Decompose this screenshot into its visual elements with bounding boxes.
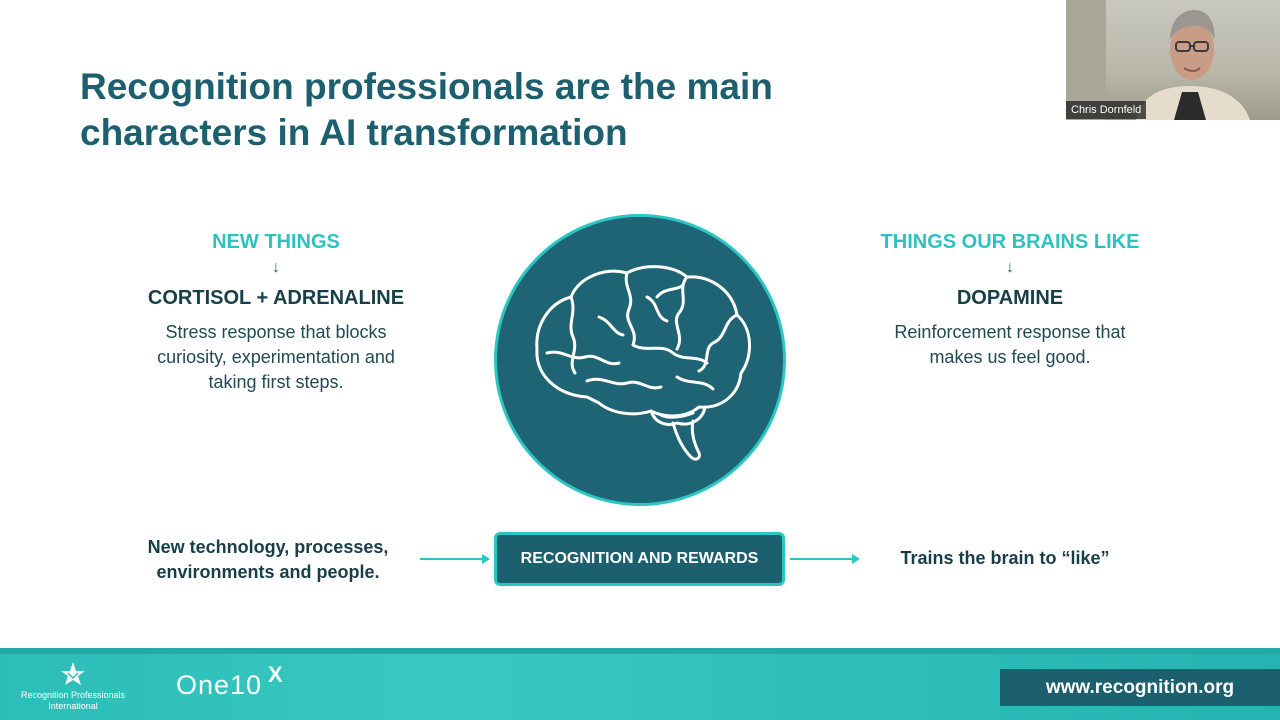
website-url: www.recognition.org	[1000, 669, 1280, 706]
participant-name-tag: Chris Dornfeld	[1066, 101, 1147, 119]
description-line: Reinforcement response that	[894, 322, 1126, 342]
brains-like-column: THINGS OUR BRAINS LIKE ↓ DOPAMINE Reinfo…	[845, 228, 1175, 370]
flow-arrow-right-icon	[482, 554, 490, 564]
description-line: taking first steps.	[208, 372, 344, 392]
slide-title-line-2: characters in AI transformation	[80, 112, 628, 153]
new-things-column: NEW THINGS ↓ CORTISOL + ADRENALINE Stres…	[120, 228, 432, 395]
recognition-rewards-box: RECOGNITION AND REWARDS	[494, 532, 785, 586]
brains-like-heading: THINGS OUR BRAINS LIKE	[880, 231, 1140, 253]
star-figure-icon	[61, 662, 85, 685]
flow-arrow-right-icon	[852, 554, 860, 564]
flow-arrow-left-line	[420, 558, 482, 560]
dopamine-label: DOPAMINE	[956, 287, 1064, 309]
flow-input-text: New technology, processes, environments …	[120, 535, 416, 585]
participant-video-tile[interactable]	[1066, 0, 1280, 120]
new-things-heading: NEW THINGS	[212, 231, 340, 253]
rpi-name-line: International	[48, 701, 98, 711]
flow-input-line: environments and people.	[156, 562, 380, 582]
reinforcement-response-description: Reinforcement response that makes us fee…	[845, 320, 1175, 370]
brain-icon	[535, 265, 752, 461]
description-line: curiosity, experimentation and	[157, 347, 395, 367]
flow-input-line: New technology, processes,	[147, 537, 389, 557]
rpi-name-line: Recognition Professionals	[20, 690, 126, 700]
brain-circle	[494, 214, 786, 506]
description-line: makes us feel good.	[929, 347, 1091, 367]
one10-logo-mark: X	[268, 662, 284, 687]
slide-title: Recognition professionals are the main c…	[80, 64, 980, 156]
rpi-logo: Recognition Professionals International	[8, 660, 138, 712]
rpi-name: Recognition Professionals International	[8, 690, 138, 712]
stress-response-description: Stress response that blocks curiosity, e…	[120, 320, 432, 395]
slide-title-line-1: Recognition professionals are the main	[80, 66, 773, 107]
participant-video-icon	[1066, 0, 1250, 120]
one10-logo-text: One10	[176, 670, 263, 700]
flow-output-text: Trains the brain to “like”	[900, 548, 1110, 568]
down-arrow-icon: ↓	[272, 259, 280, 276]
description-line: Stress response that blocks	[165, 322, 387, 342]
flow-arrow-right-line	[790, 558, 852, 560]
down-arrow-icon: ↓	[1006, 259, 1014, 276]
cortisol-adrenaline-label: CORTISOL + ADRENALINE	[147, 287, 405, 309]
footer-divider	[0, 648, 1280, 654]
